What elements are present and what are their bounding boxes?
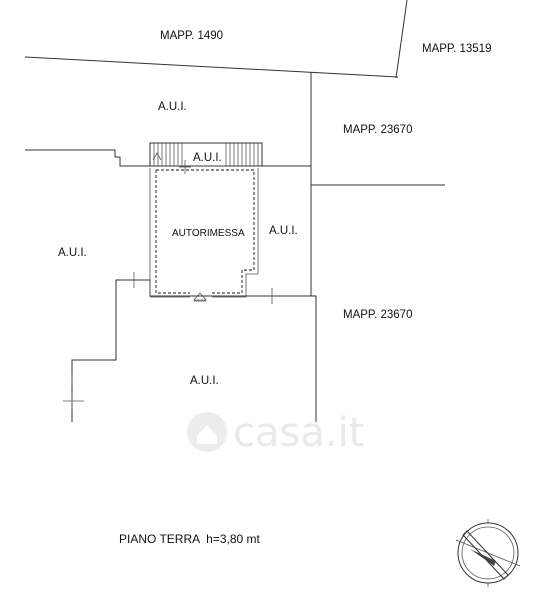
house-icon [187,412,227,452]
aui-label-right: A.U.I. [269,225,298,237]
north-arrow-icon [455,519,521,587]
floor-label: PIANO TERRA h=3,80 mt [119,532,261,546]
aui-label-bottom: A.U.I. [190,375,219,387]
tick-marks [63,160,273,410]
room-label: AUTORIMESSA [172,228,245,239]
garage-room [149,168,259,302]
parcel-label-1490: MAPP. 1490 [160,30,223,42]
boundary-lines [24,0,445,422]
aui-label-stair: A.U.I. [193,152,222,164]
watermark: casa.it [187,410,364,456]
stair [149,142,263,167]
parcel-label-23670-top: MAPP. 23670 [343,124,412,136]
parcel-label-13519: MAPP. 13519 [422,43,491,55]
aui-label-top: A.U.I. [158,101,187,113]
parcel-label-23670-bottom: MAPP. 23670 [343,309,412,321]
aui-label-left: A.U.I. [58,247,87,259]
watermark-text: casa.it [233,410,364,456]
